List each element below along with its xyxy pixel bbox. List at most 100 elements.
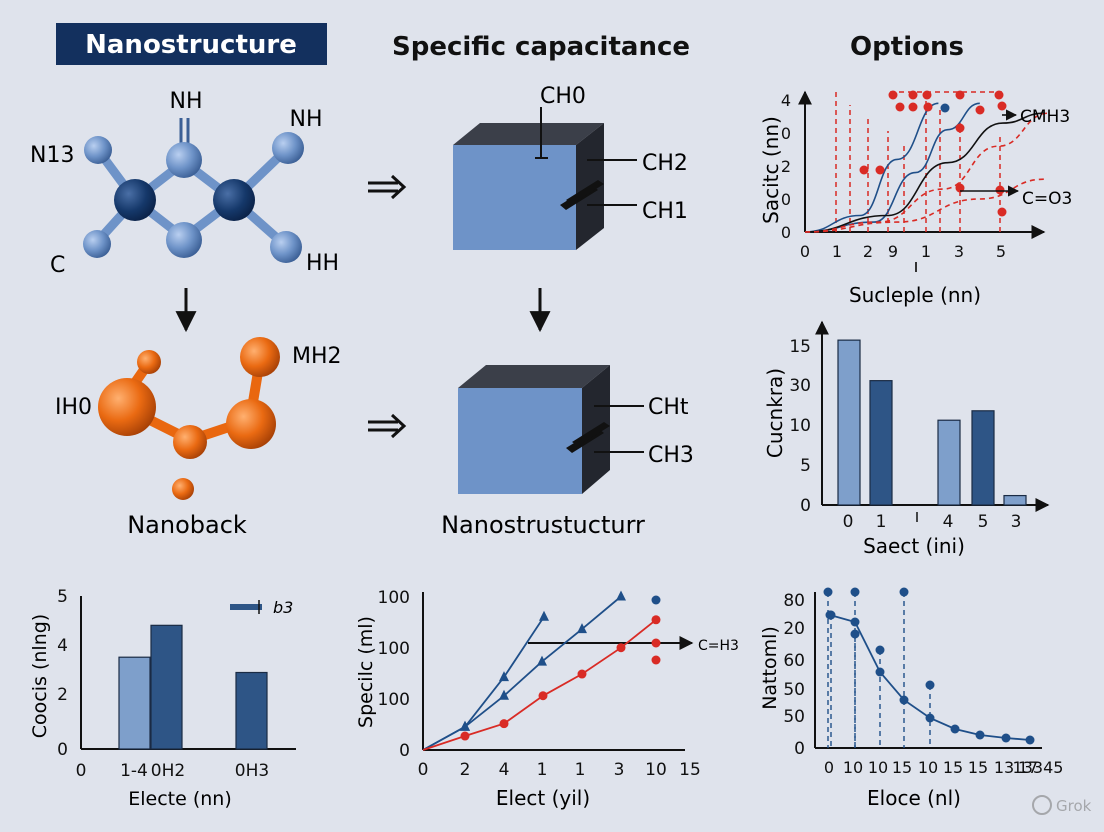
x-tick-label: 2: [460, 760, 471, 780]
x-tick-label: 17: [1018, 758, 1038, 777]
y-tick-label: 100: [378, 690, 410, 710]
x-tick-label: 10: [645, 760, 667, 780]
data-point: [908, 102, 918, 112]
x-tick-label: 15: [968, 758, 988, 777]
double-arrow-top: [368, 174, 407, 200]
y-tick-label: 60: [783, 651, 805, 671]
y-tick-label: 4: [781, 91, 791, 110]
y-tick-label: 20: [783, 619, 805, 639]
chart-tr-annotation: CMH3: [1020, 107, 1070, 127]
data-point: [925, 713, 935, 723]
chart-br-xlabel: Eloce (nl): [867, 786, 961, 810]
data-point: [994, 90, 1004, 100]
watermark-text: Grok: [1056, 797, 1092, 815]
x-tick-label: 15: [943, 758, 963, 777]
y-tick-label: 80: [783, 591, 805, 611]
y-tick-label: 0: [800, 496, 811, 516]
data-point: [826, 610, 836, 620]
data-point: [651, 638, 661, 648]
x-tick-label: 10: [918, 758, 938, 777]
caption-nanoback: Nanoback: [127, 511, 247, 539]
bar: [118, 656, 151, 750]
x-tick-label: 2: [863, 242, 873, 261]
data-point: [1001, 733, 1011, 743]
x-tick-label: 5: [978, 512, 989, 532]
chart-mr-ylabel: Cucnkra): [763, 368, 787, 458]
data-point: [925, 680, 935, 690]
series-line: [804, 102, 980, 233]
block-top: [453, 107, 637, 250]
series-line: [804, 102, 939, 233]
y-tick-label: 10: [789, 416, 811, 436]
y-tick-label: 2: [57, 685, 68, 705]
data-point: [997, 207, 1007, 217]
x-tick-label: 3: [1011, 512, 1022, 532]
x-tick-label: 4: [943, 512, 954, 532]
data-point: [651, 615, 661, 625]
atom: [166, 222, 202, 258]
x-tick-label: 0: [843, 512, 854, 532]
watermark: Grok: [1032, 795, 1092, 815]
chart-bc-ylabel: Specilc (ml): [355, 616, 377, 728]
block-label: CH3: [648, 443, 694, 468]
data-point: [955, 90, 965, 100]
data-point: [577, 623, 587, 634]
data-point: [460, 731, 470, 741]
data-point: [1025, 735, 1035, 745]
bar: [837, 339, 861, 506]
data-point: [899, 587, 909, 597]
data-point: [616, 590, 626, 601]
data-point: [975, 105, 985, 115]
chart-bc-xlabel: Elect (yil): [496, 786, 590, 810]
x-tick-label: 1: [921, 242, 931, 261]
data-point: [651, 655, 661, 665]
x-tick-label: 9: [888, 242, 898, 261]
atom-dark: [213, 179, 255, 221]
data-point: [859, 165, 869, 175]
y-tick-label: 0: [399, 741, 410, 761]
bar: [937, 419, 961, 506]
molecule-label: NH: [290, 107, 323, 132]
data-point: [499, 671, 509, 682]
y-tick-label: 0: [781, 124, 791, 143]
atom: [83, 230, 111, 258]
data-point: [875, 165, 885, 175]
chart-tr-ylabel: Sacitc (nn): [759, 116, 783, 224]
x-tick-label: 4: [499, 760, 510, 780]
data-point: [460, 720, 470, 731]
data-point: [995, 185, 1005, 195]
y-tick-label: 2: [781, 157, 791, 176]
data-point: [940, 103, 950, 113]
molecule-label: IH0: [55, 395, 92, 420]
y-tick-label: 0: [794, 739, 805, 759]
x-tick-label: 13345: [1013, 758, 1064, 777]
data-point: [651, 595, 661, 605]
bar: [869, 380, 893, 506]
caption-nanostructure: Nanostrustucturr: [441, 511, 645, 539]
x-tick-label: 0H3: [235, 761, 269, 781]
atom: [270, 231, 302, 263]
data-point: [850, 629, 860, 639]
molecule-label: C: [50, 253, 65, 278]
molecule-label: MH2: [292, 344, 342, 369]
series-line: [422, 595, 622, 751]
data-point: [997, 101, 1007, 111]
y-tick-label: 30: [789, 376, 811, 396]
chart-tr-xlabel: Sucleple (nn): [849, 283, 981, 307]
x-tick-label: 15: [892, 758, 912, 777]
atom: [84, 136, 112, 164]
y-tick-label: 0: [57, 740, 68, 760]
bar: [150, 624, 183, 750]
x-tick-label: 1-4: [120, 761, 148, 781]
chart-bl-ylabel: Coocis (nlng): [29, 614, 51, 738]
x-tick-label: 3: [954, 242, 964, 261]
y-tick-label: 5: [57, 587, 68, 607]
y-tick-label: 50: [783, 707, 805, 727]
molecule-bottom: [98, 337, 280, 500]
x-tick-label: 1: [575, 760, 586, 780]
molecule-top: [83, 118, 304, 263]
